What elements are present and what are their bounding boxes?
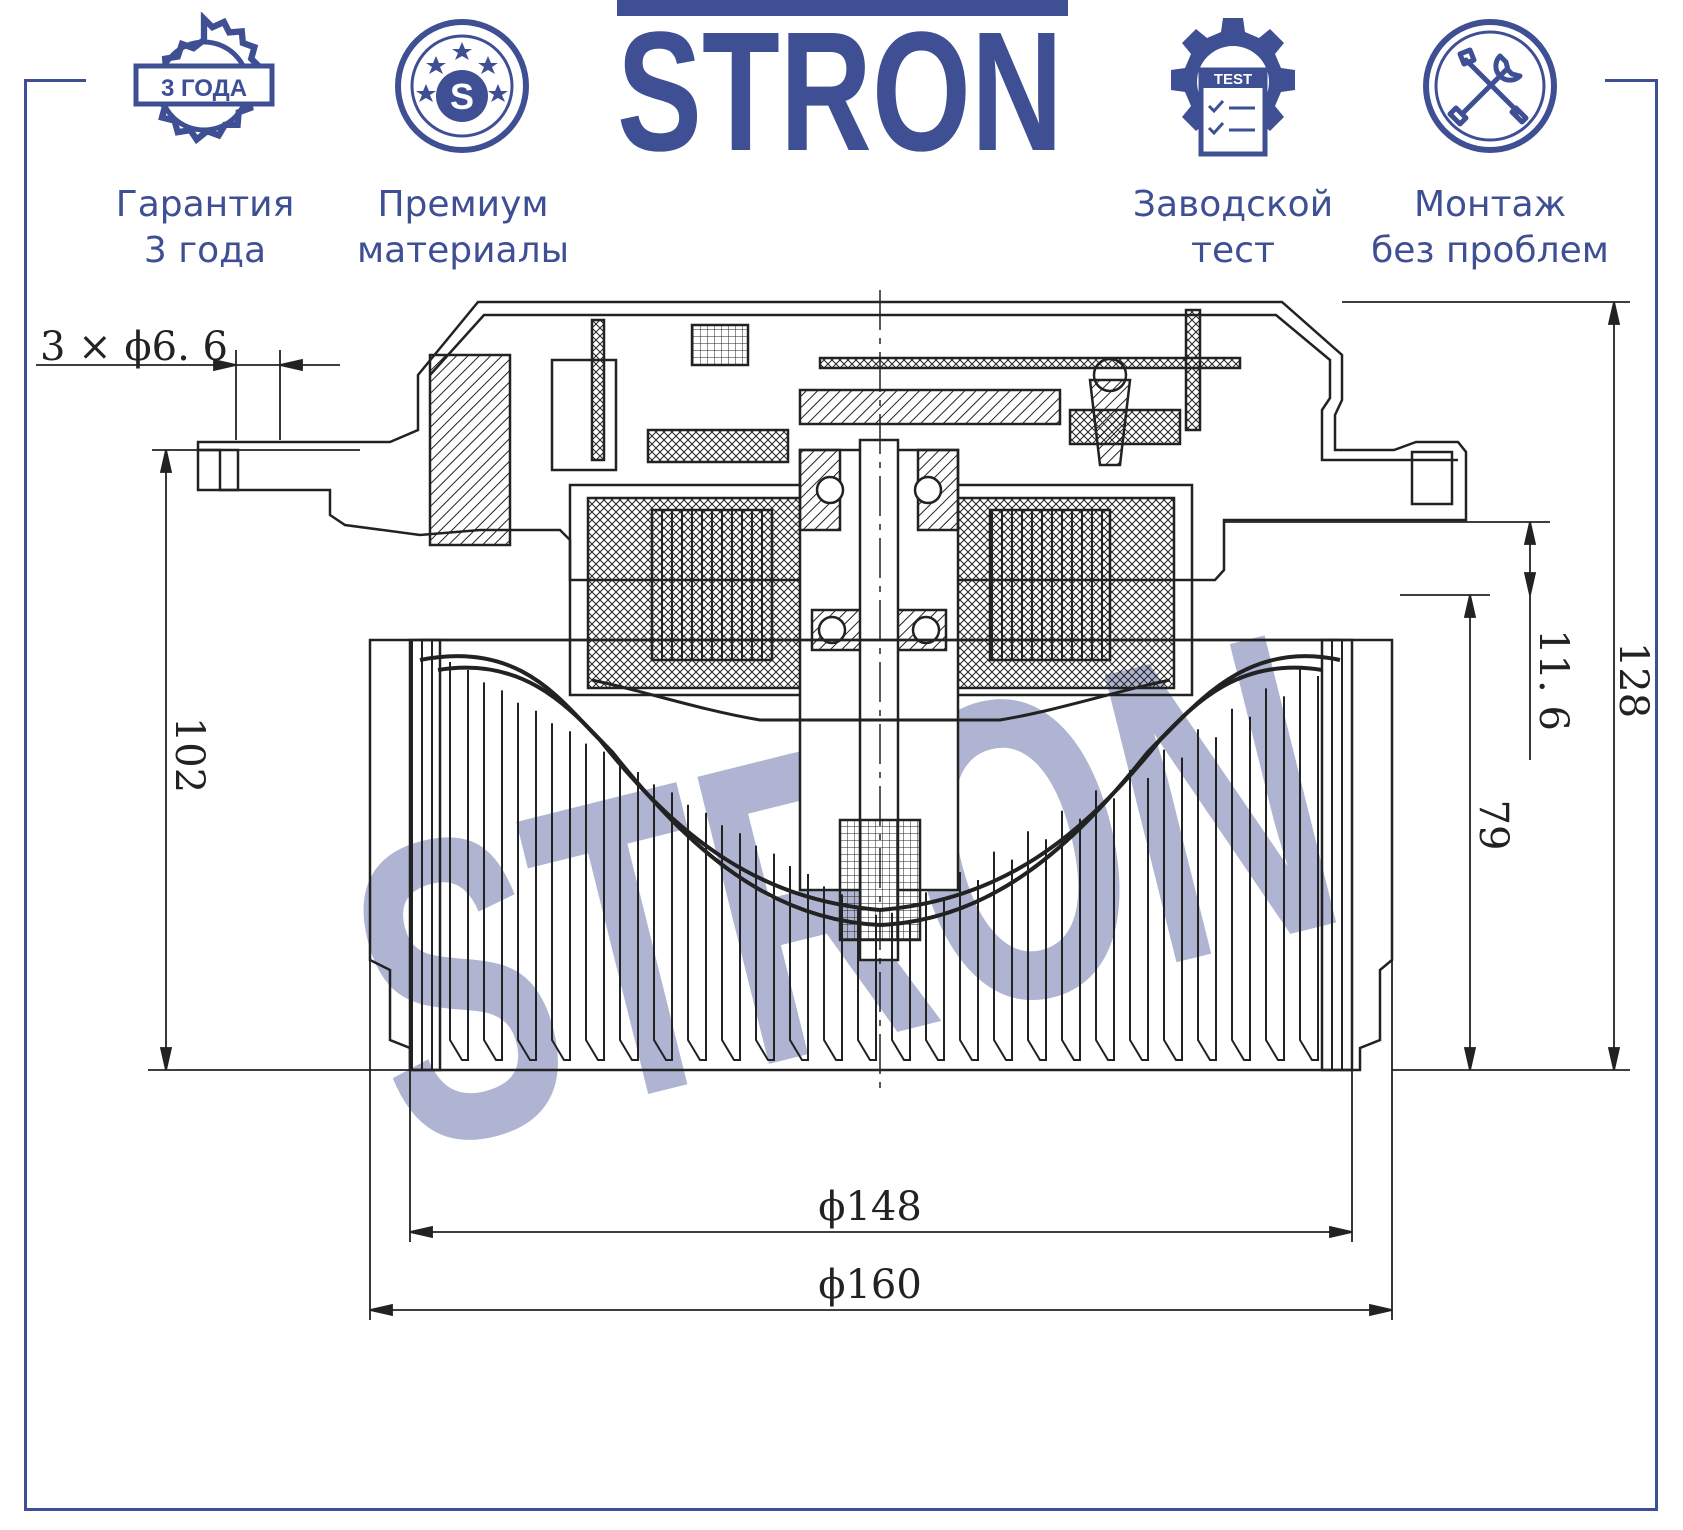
svg-text:S: S [450, 76, 474, 117]
fan-blade [1265, 688, 1285, 1061]
frame-bottom [24, 1508, 1658, 1511]
fan-blade [551, 723, 571, 1061]
fan-blade [1231, 708, 1251, 1061]
fan-blade [1129, 770, 1149, 1061]
dim-dia-outer: ϕ160 [818, 1262, 922, 1308]
frame-right [1655, 79, 1658, 1511]
fan-blade [517, 702, 537, 1061]
warranty-seal-icon: 3 ГОДА [133, 12, 275, 145]
frame-top-right [1605, 79, 1658, 82]
fan-blade [483, 682, 503, 1061]
fan-blade [959, 872, 979, 1061]
fan-blade [1061, 810, 1081, 1061]
fan-blade [585, 743, 605, 1061]
dim-height-inner: 79 [1470, 800, 1516, 851]
dim-offset: 11. 6 [1530, 629, 1576, 731]
fan-blade [993, 851, 1013, 1061]
fan-blade [687, 804, 707, 1061]
feature-test: Заводской тест [1120, 182, 1346, 274]
frame-top-left [24, 79, 86, 82]
feature-test-line2: тест [1191, 230, 1275, 271]
feature-install-line1: Монтаж [1413, 184, 1567, 225]
logo-text: STRON [617, 0, 1063, 160]
fan-blade [653, 784, 673, 1061]
fan-blade [1197, 729, 1217, 1061]
fan-blade [789, 866, 809, 1061]
frame-left [24, 79, 27, 1511]
feature-warranty-line2: 3 года [143, 230, 267, 271]
feature-test-line1: Заводской [1132, 184, 1334, 225]
fan-blade [1299, 668, 1319, 1061]
blower-motor-drawing: STRON [36, 290, 1656, 1320]
feature-install: Монтаж без проблем [1362, 182, 1618, 274]
feature-premium: Премиум материалы [350, 182, 576, 274]
premium-s-icon: S [395, 19, 529, 153]
fan-blade [925, 892, 945, 1061]
dim-height-total: 128 [1610, 642, 1656, 718]
fan-blade [1027, 831, 1047, 1061]
fan-blade [449, 662, 469, 1061]
dim-holes: 3 × ϕ6. 6 [40, 324, 228, 370]
feature-warranty-line1: Гарантия [115, 184, 295, 225]
svg-text:3 ГОДА: 3 ГОДА [161, 75, 247, 102]
feature-premium-line2: материалы [356, 230, 570, 271]
feature-warranty: Гарантия 3 года [100, 182, 310, 274]
feature-install-line2: без проблем [1371, 230, 1609, 271]
dim-height-wheel: 102 [166, 717, 212, 793]
fan-blade [1163, 749, 1183, 1061]
feature-premium-line1: Премиум [377, 184, 549, 225]
test-gear-icon: TEST [1171, 18, 1295, 157]
fan-blade [823, 886, 843, 1061]
fan-blade [891, 912, 911, 1061]
dim-dia-inner: ϕ148 [818, 1184, 922, 1230]
fan-blade [755, 845, 775, 1061]
fan-blade [721, 825, 741, 1061]
fan-blade [857, 906, 877, 1061]
svg-text:TEST: TEST [1214, 71, 1252, 88]
fan-blade [1095, 790, 1115, 1061]
wrench-screwdriver-icon [1423, 19, 1557, 153]
fan-blade [619, 764, 639, 1061]
stron-logo: STRON [617, 0, 1068, 160]
